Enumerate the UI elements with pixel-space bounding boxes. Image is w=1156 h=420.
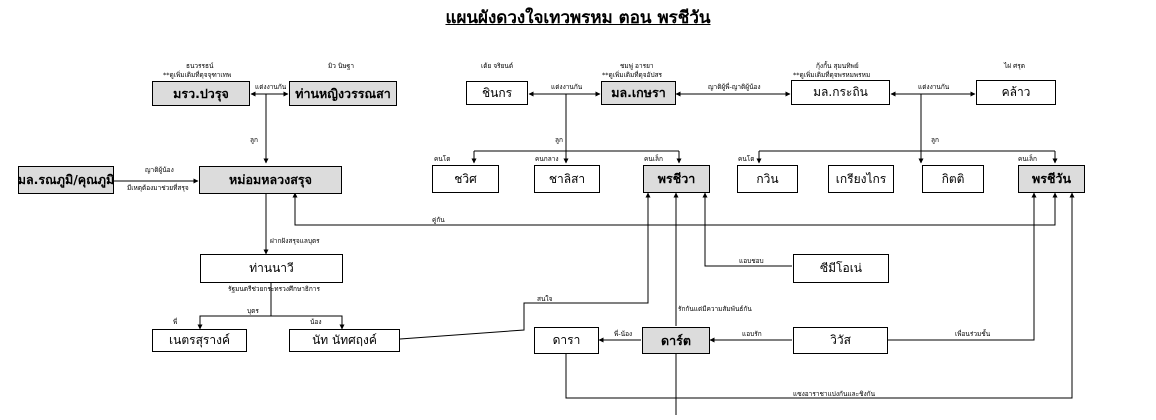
node-simione: ซีมีโอเน่	[793, 254, 889, 283]
label-secret-love: แอบชอบ	[739, 257, 764, 265]
node-chinakorn: ชินกร	[466, 81, 528, 105]
label-child-1: ลูก	[250, 136, 258, 144]
label-eldest-1: คนโต	[434, 155, 451, 163]
label-actor-ter: เต้ย จริยนต์	[481, 62, 514, 70]
node-pornchiwan: พรชีวัน	[1018, 165, 1085, 193]
node-netsurang: เนตรสุรางค์	[152, 329, 247, 352]
node-than-ying-wannasa: ท่านหญิงวรรณสา	[289, 81, 397, 106]
label-lovers: แอบรัก	[742, 330, 762, 338]
label-youngest-2: คนเล็ก	[1018, 155, 1037, 163]
label-close-friends: เพื่อนร่วมชั้น	[955, 330, 991, 338]
label-love-each-other: รักกันแต่มีความสัมพันธ์กัน	[678, 305, 752, 313]
node-wiwat: วิวัส	[793, 327, 888, 354]
label-note-tanawan: **ดูเพิ่มเติมที่ดุจจุฑาเทพ	[163, 71, 232, 79]
node-klaw: คล้าว	[976, 80, 1056, 105]
node-mrw-prajuab: มรว.ปวรุจ	[152, 81, 250, 106]
node-than-nawee: ท่านนาวี	[200, 254, 343, 283]
node-ml-kratin: มล.กระถิน	[791, 80, 890, 105]
node-ml-kesara: มล.เกษรา	[601, 81, 676, 105]
label-note-ronnaphum: มีเหตุต้องมาช่วยที่สรุจ	[127, 184, 189, 192]
label-child-younger: น้อง	[310, 318, 322, 326]
label-note-kesara: **ดูเพิ่มเติมที่ดุจอัปสร	[602, 71, 663, 79]
node-pornchiwa: พรชีวา	[643, 165, 710, 193]
label-entrusted: ฝากฝังสรุจแลบุตร	[270, 237, 320, 245]
label-married-1: แต่งงานกัน	[255, 83, 287, 91]
label-actor-klaw: ไผ่ ศรุต	[1004, 62, 1025, 70]
node-nat: นัท นัทศฤงค์	[289, 329, 400, 352]
node-kriangkrai: เกรียงไกร	[828, 165, 894, 193]
label-spouses: คู่กัน	[432, 216, 445, 224]
secret-love-line	[702, 192, 792, 267]
label-actor-kratin: กุ้งกั้น สุมนทิพย์	[816, 62, 859, 70]
node-mom-luang-saruj: หม่อมหลวงสรุจ	[199, 166, 342, 194]
classmate-line	[888, 192, 1037, 341]
node-dart: ดาร์ต	[642, 327, 710, 354]
interest-line	[399, 192, 651, 340]
label-siblings: พี่-น้อง	[614, 330, 633, 338]
label-youngest-1: คนเล็ก	[644, 155, 663, 163]
node-kawin: กวิน	[737, 165, 798, 193]
label-cousins: ญาติผู้น้อง	[145, 166, 174, 174]
label-child-3: ลูก	[931, 136, 939, 144]
node-chawit: ชวิศ	[432, 165, 499, 193]
node-dara: ดารา	[534, 327, 599, 354]
label-interest: สนใจ	[537, 295, 553, 303]
spouse-line	[292, 192, 1058, 226]
label-child-sister: พี่	[173, 318, 178, 326]
label-hide-story: แซงอาราชาแบ่งกันและชิงกัน	[793, 390, 876, 398]
label-actor-nichakorn: มิว นิษฐา	[328, 62, 354, 70]
label-child-kids: บุตร	[247, 307, 259, 315]
node-chalisa: ชาลิสา	[534, 165, 600, 193]
label-note-kratin: **ดูเพิ่มเติมที่ดุจพรหมพรหม	[793, 71, 871, 79]
label-actor-tanawan: ธนวรรธน์	[186, 62, 214, 70]
label-note-nawee: รัฐมนตรีช่วยกระทรวงศึกษาธิการ	[228, 285, 320, 293]
label-child-2: ลูก	[555, 136, 563, 144]
label-relatives-older: ญาติผู้พี่-ญาติผู้น้อง	[708, 83, 761, 91]
node-ronnaphum: มล.รณภูมิ/คุณภูมิ	[18, 166, 114, 194]
bottom-line	[565, 192, 1075, 399]
label-eldest-2: คนโต	[738, 155, 755, 163]
label-middle-1: คนกลาง	[535, 155, 559, 163]
diagram-title: แผนผังดวงใจเทวพรหม ตอน พรชีวัน	[445, 8, 711, 28]
label-married-3: แต่งงานกัน	[918, 83, 950, 91]
label-actor-kesara: ชมพู่ อารยา	[620, 62, 654, 70]
node-kitti: กิตติ	[922, 165, 984, 193]
label-married-2: แต่งงานกัน	[551, 83, 583, 91]
